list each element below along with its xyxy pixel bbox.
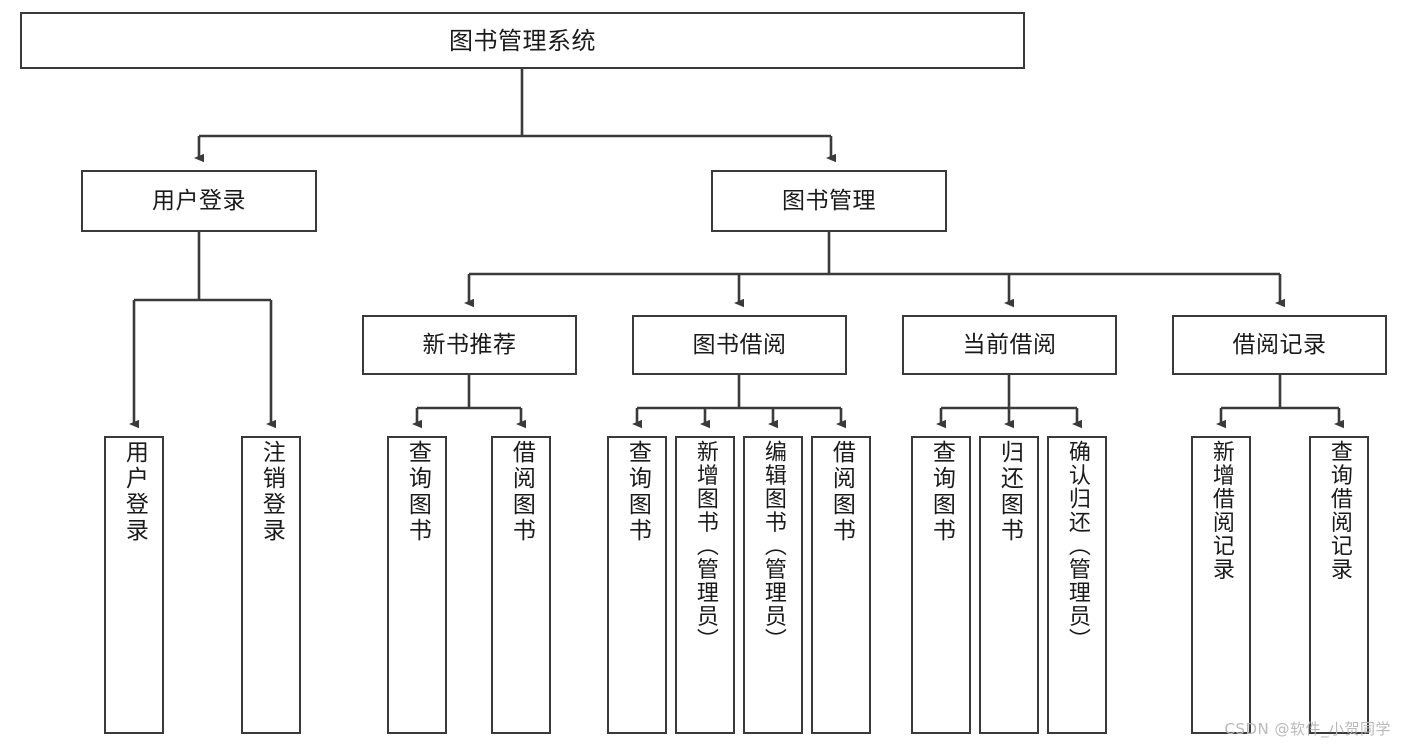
node-label: 用户登录 [152, 187, 246, 214]
node-label: 查询图书 [404, 440, 431, 544]
node-label: 图书管理系统 [449, 26, 596, 55]
node-new-book-recommend[interactable]: 新书推荐 [362, 315, 577, 375]
node-leaf-query-borrow-record[interactable]: 查询借阅记录 [1309, 436, 1369, 734]
node-label: 当前借阅 [962, 331, 1057, 358]
node-label: 查询图书 [928, 440, 955, 544]
node-current-borrow[interactable]: 当前借阅 [902, 315, 1117, 375]
node-label: 查询图书 [624, 440, 651, 544]
node-label: 查询借阅记录 [1326, 440, 1352, 581]
node-book-borrow[interactable]: 图书借阅 [632, 315, 847, 375]
node-leaf-user-login[interactable]: 用户登录 [104, 436, 164, 734]
node-label: 新增借阅记录 [1208, 440, 1234, 581]
node-label: 借阅图书 [828, 440, 855, 544]
node-label: 图书借阅 [692, 331, 787, 358]
node-label: 借阅记录 [1232, 331, 1327, 358]
node-label: 新增图书（管理员） [692, 440, 718, 652]
node-label: 归还图书 [996, 440, 1023, 544]
node-label: 用户登录 [121, 440, 148, 544]
node-root-book-management-system[interactable]: 图书管理系统 [20, 12, 1025, 69]
csdn-watermark: CSDN @软件_小贺同学 [1224, 720, 1391, 738]
node-user-login[interactable]: 用户登录 [81, 170, 317, 232]
node-leaf-borrow-book-recommend[interactable]: 借阅图书 [491, 436, 551, 734]
node-label: 编辑图书（管理员） [760, 440, 786, 652]
node-leaf-return-book[interactable]: 归还图书 [979, 436, 1039, 734]
node-borrow-record[interactable]: 借阅记录 [1172, 315, 1387, 375]
node-leaf-query-book-recommend[interactable]: 查询图书 [387, 436, 447, 734]
node-label: 注销登录 [258, 440, 285, 544]
node-label: 确认归还（管理员） [1064, 440, 1090, 652]
node-leaf-query-book-current[interactable]: 查询图书 [911, 436, 971, 734]
node-label: 新书推荐 [422, 331, 517, 358]
node-leaf-query-book-borrow[interactable]: 查询图书 [607, 436, 667, 734]
node-label: 借阅图书 [508, 440, 535, 544]
node-leaf-edit-book-admin[interactable]: 编辑图书（管理员） [743, 436, 803, 734]
node-label: 图书管理 [782, 187, 876, 214]
node-leaf-add-borrow-record[interactable]: 新增借阅记录 [1191, 436, 1251, 734]
node-leaf-logout[interactable]: 注销登录 [241, 436, 301, 734]
node-book-management[interactable]: 图书管理 [711, 170, 947, 232]
node-leaf-add-book-admin[interactable]: 新增图书（管理员） [675, 436, 735, 734]
node-leaf-confirm-return-admin[interactable]: 确认归还（管理员） [1047, 436, 1107, 734]
node-leaf-borrow-book[interactable]: 借阅图书 [811, 436, 871, 734]
